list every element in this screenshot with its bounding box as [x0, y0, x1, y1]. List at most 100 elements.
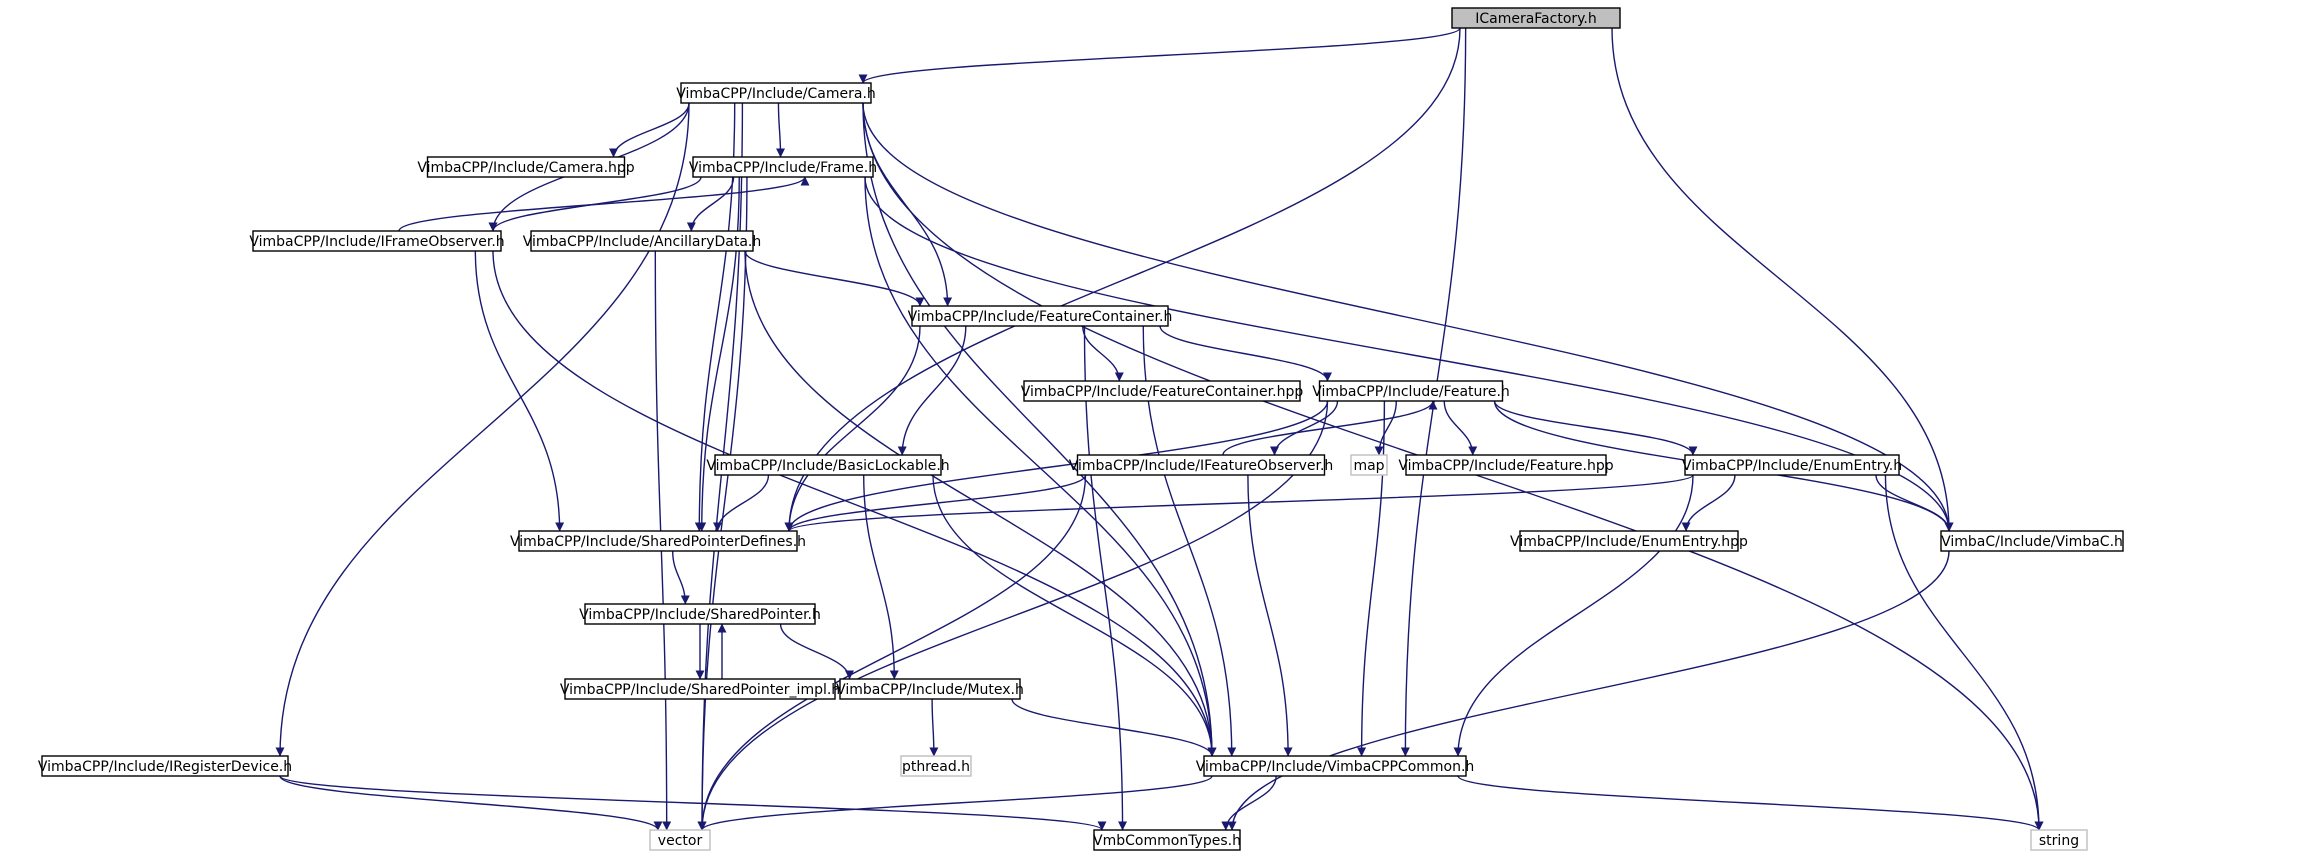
edge-arrow [744, 250, 1217, 757]
node-box [1318, 380, 1504, 402]
node-featcont-hpp[interactable]: VimbaCPP/Include/FeatureContainer.hpp [1021, 380, 1304, 402]
node-label: VimbaCPP/Include/Camera.h [676, 86, 876, 102]
edge-arrow [713, 474, 770, 532]
node-map[interactable]: map [1350, 454, 1388, 476]
node-ifeatobs[interactable]: VimbaCPP/Include/IFeatureObserver.h [1069, 454, 1334, 476]
edge-arrow [784, 325, 921, 532]
edge-arrow [897, 325, 967, 456]
edge-featcont-to-featcont_hpp [1082, 325, 1124, 382]
edge-camera_h-to-vcppcommon [862, 102, 1217, 757]
node-ancillary[interactable]: VimbaCPP/Include/AncillaryData.h [523, 230, 762, 252]
edge-arrow [275, 102, 690, 757]
edge-arrow [1884, 474, 2044, 831]
edge-arrow [697, 775, 1213, 831]
node-label: VimbaCPP/Include/FeatureContainer.hpp [1021, 384, 1304, 400]
node-feature-hpp[interactable]: VimbaCPP/Include/Feature.hpp [1398, 454, 1614, 476]
edge-arrow [1247, 474, 1293, 757]
edge-feature_h-to-vector [697, 400, 1329, 831]
edge-featcont-to-basiclock [897, 325, 967, 456]
edge-arrow [398, 176, 810, 232]
edge-ancillary-to-vcppcommon [744, 250, 1217, 757]
edge-camera_h-to-camera_hpp [609, 102, 690, 158]
edge-featcont-to-vmbtypes [1083, 325, 1128, 831]
edge-icf-to-vimbac [1611, 27, 1954, 532]
node-box [839, 678, 1021, 700]
node-pthread[interactable]: pthread.h [900, 755, 972, 777]
node-box [680, 82, 872, 104]
edge-sp_h-to-mutex [779, 623, 854, 680]
edge-feature_h-to-spdefines [784, 400, 1329, 532]
node-box [518, 530, 798, 552]
node-feature-h[interactable]: VimbaCPP/Include/Feature.h [1312, 380, 1510, 402]
node-label: VimbaCPP/Include/Feature.h [1312, 384, 1510, 400]
node-box [649, 829, 711, 851]
edge-arrow [474, 250, 565, 532]
node-featcont[interactable]: VimbaCPP/Include/FeatureContainer.h [908, 305, 1173, 327]
edge-camera_h-to-frame_h [776, 102, 786, 158]
edge-arrow [1374, 400, 1397, 456]
node-label: VimbaCPP/Include/IRegisterDevice.h [38, 759, 292, 775]
node-basiclock[interactable]: VimbaCPP/Include/BasicLockable.h [706, 454, 950, 476]
node-box [1093, 829, 1241, 851]
edge-arrow [1011, 698, 1217, 757]
node-sp-impl[interactable]: VimbaCPP/Include/SharedPointer_impl.h [560, 678, 840, 700]
node-frame-h[interactable]: VimbaCPP/Include/Frame.h [689, 156, 877, 178]
node-label: VimbaCPP/Include/BasicLockable.h [706, 458, 949, 474]
edge-enumentry-to-spdefines [784, 474, 1694, 532]
node-vimbac[interactable]: VimbaC/Include/VimbaC.h [1940, 530, 2124, 552]
node-vmbtypes[interactable]: VmbCommonTypes.h [1093, 829, 1241, 851]
node-box [2030, 829, 2088, 851]
edge-iframeobs-to-spdefines [474, 250, 565, 532]
node-vector[interactable]: vector [649, 829, 711, 851]
node-iregdev[interactable]: VimbaCPP/Include/IRegisterDevice.h [38, 755, 292, 777]
edge-ancillary-to-featcont [744, 250, 925, 307]
node-box [900, 755, 972, 777]
edge-arrow [862, 102, 1954, 532]
edge-featcont-to-feature_h [1159, 325, 1332, 382]
node-enumentry[interactable]: VimbaCPP/Include/EnumEntry.h [1682, 454, 1902, 476]
edge-enumentry-to-vcppcommon [1453, 474, 1694, 757]
node-spdefines[interactable]: VimbaCPP/Include/SharedPointerDefines.h [510, 530, 806, 552]
edge-camera_h-to-iregdev [275, 102, 690, 757]
edge-camera_h-to-vimbac [862, 102, 1954, 532]
edge-frame_h-to-vcppcommon [864, 176, 1217, 757]
edge-arrow [697, 400, 1329, 831]
edge-enumentry-to-enumentry_hpp [1681, 474, 1736, 532]
node-vcppcommon[interactable]: VimbaCPP/Include/VimbaCPPCommon.h [1196, 755, 1475, 777]
node-box [911, 305, 1169, 327]
node-label: VmbCommonTypes.h [1093, 833, 1241, 849]
edge-arrow [1270, 400, 1339, 456]
edge-arrow [1493, 400, 1698, 456]
node-iframeobs[interactable]: VimbaCPP/Include/IFrameObserver.h [249, 230, 505, 252]
edge-icf-to-spdefines [784, 27, 1461, 532]
node-icf[interactable]: ICameraFactory.h [1451, 7, 1621, 29]
node-sp-h[interactable]: VimbaCPP/Include/SharedPointer.h [579, 603, 821, 625]
edge-arrow [279, 775, 663, 831]
node-camera-h[interactable]: VimbaCPP/Include/Camera.h [676, 82, 876, 104]
edge-enumentry-to-vimbac [1875, 474, 1954, 532]
edge-arrow [864, 176, 1217, 757]
edge-iframeobs-to-vcppcommon [492, 250, 1217, 757]
edge-arrow [609, 102, 690, 158]
edge-feature_h-to-ifeatobs [1270, 400, 1339, 456]
node-label: VimbaCPP/Include/FeatureContainer.h [908, 309, 1173, 325]
node-enumentry-hpp[interactable]: VimbaCPP/Include/EnumEntry.hpp [1510, 530, 1748, 552]
node-box [1405, 454, 1607, 476]
edge-arrow [1611, 27, 1954, 532]
edge-mutex-to-vcppcommon [1011, 698, 1217, 757]
edge-arrow [1357, 400, 1386, 757]
edge-arrow [1227, 550, 1950, 831]
edge-iregdev-to-vmbtypes [279, 775, 1107, 831]
node-label: VimbaCPP/Include/AncillaryData.h [523, 234, 762, 250]
node-mutex[interactable]: VimbaCPP/Include/Mutex.h [836, 678, 1024, 700]
edge-ifeatobs-to-feature_h [1222, 400, 1438, 456]
node-label: vector [658, 833, 703, 849]
edge-arrow [1681, 474, 1736, 532]
edge-arrow [492, 250, 1217, 757]
edge-vcppcommon-to-vmbtypes [1221, 775, 1277, 831]
node-string[interactable]: string [2030, 829, 2088, 851]
node-camera-hpp[interactable]: VimbaCPP/Include/Camera.hpp [417, 156, 635, 178]
edge-arrow [1453, 474, 1694, 757]
edge-basiclock-to-vcppcommon [932, 474, 1217, 757]
